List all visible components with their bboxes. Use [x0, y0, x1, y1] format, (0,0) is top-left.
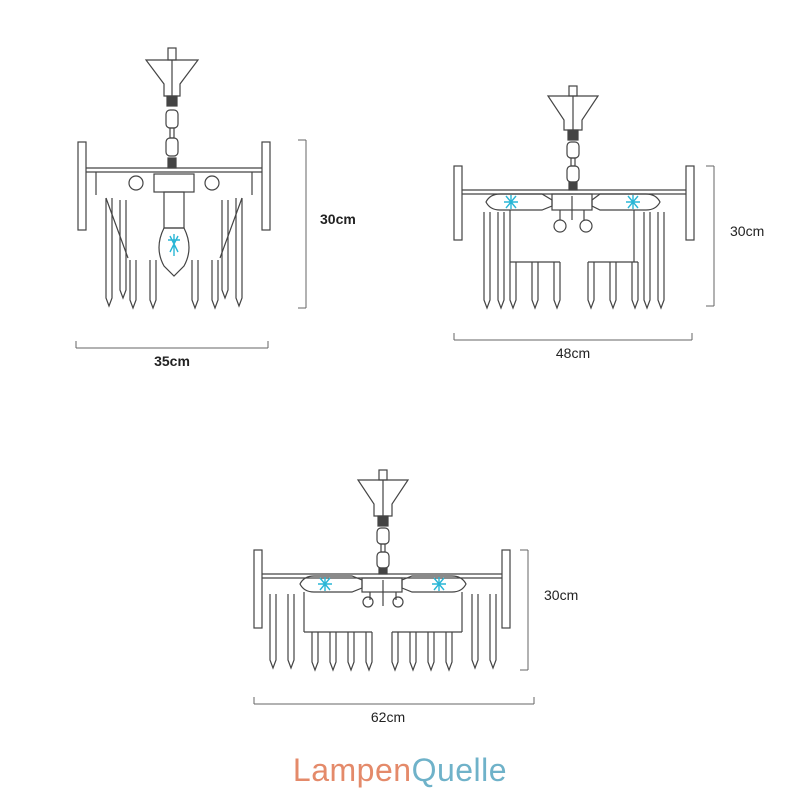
frame-bar [453, 165, 695, 262]
brand-logo: LampenQuelle [0, 752, 800, 789]
frame-bar [77, 141, 271, 231]
width-label-large: 62cm [371, 709, 405, 725]
brand-part-1: Lampen [292, 752, 412, 788]
light-bulb [158, 191, 190, 277]
frame-bar [253, 549, 511, 632]
ceiling-canopy [144, 47, 200, 97]
height-label-medium: 30cm [730, 223, 764, 239]
ceiling-canopy [546, 85, 600, 131]
crystal-prisms [105, 197, 243, 310]
dimension-lines-small [75, 139, 307, 349]
width-label-small: 35cm [154, 353, 190, 369]
hanging-chain [566, 129, 580, 191]
dimension-lines-medium [453, 165, 715, 341]
brand-part-2: Quelle [411, 752, 508, 788]
crystal-prisms [483, 212, 665, 310]
height-label-small: 30cm [320, 211, 356, 227]
chandelier-small [77, 47, 271, 310]
dimension-lines-large [253, 549, 535, 705]
width-label-medium: 48cm [556, 345, 590, 361]
height-label-large: 30cm [544, 587, 578, 603]
crystal-prisms [269, 594, 497, 672]
chandelier-medium [453, 85, 695, 310]
chandelier-large [253, 469, 511, 672]
hanging-chain [376, 515, 390, 575]
hanging-chain [165, 95, 179, 169]
ceiling-canopy [356, 469, 410, 517]
